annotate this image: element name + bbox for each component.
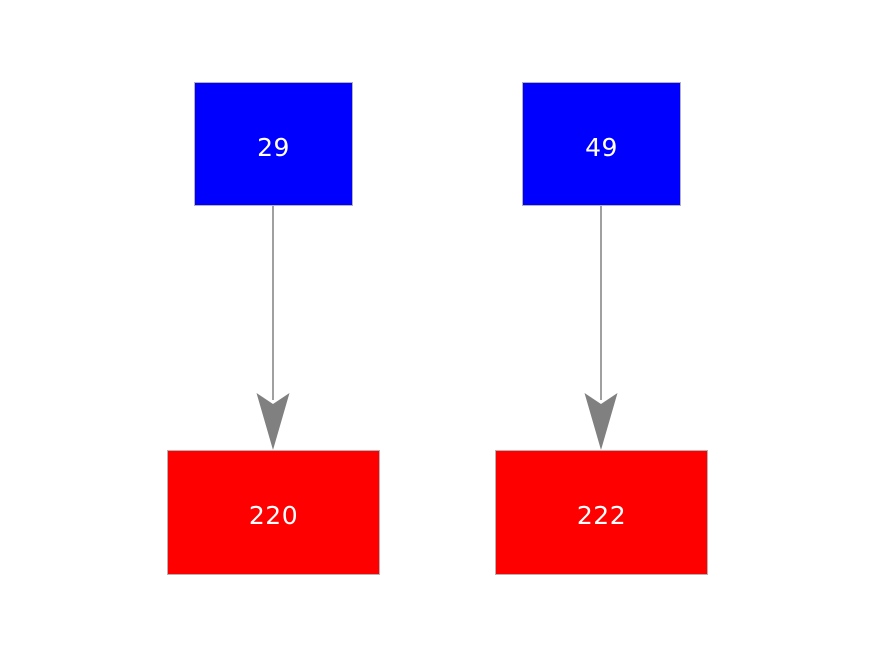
arrowhead-icon: [256, 393, 290, 450]
node-220[interactable]: 220: [167, 450, 380, 575]
edge-29-to-220: [256, 206, 290, 450]
node-label: 220: [248, 501, 299, 530]
node-222[interactable]: 222: [495, 450, 708, 575]
edge-49-to-222: [584, 206, 618, 450]
node-label: 29: [257, 133, 290, 162]
node-49[interactable]: 49: [522, 82, 681, 206]
node-label: 49: [585, 133, 618, 162]
node-29[interactable]: 29: [194, 82, 353, 206]
arrowhead-icon: [584, 393, 618, 450]
node-label: 222: [576, 501, 627, 530]
